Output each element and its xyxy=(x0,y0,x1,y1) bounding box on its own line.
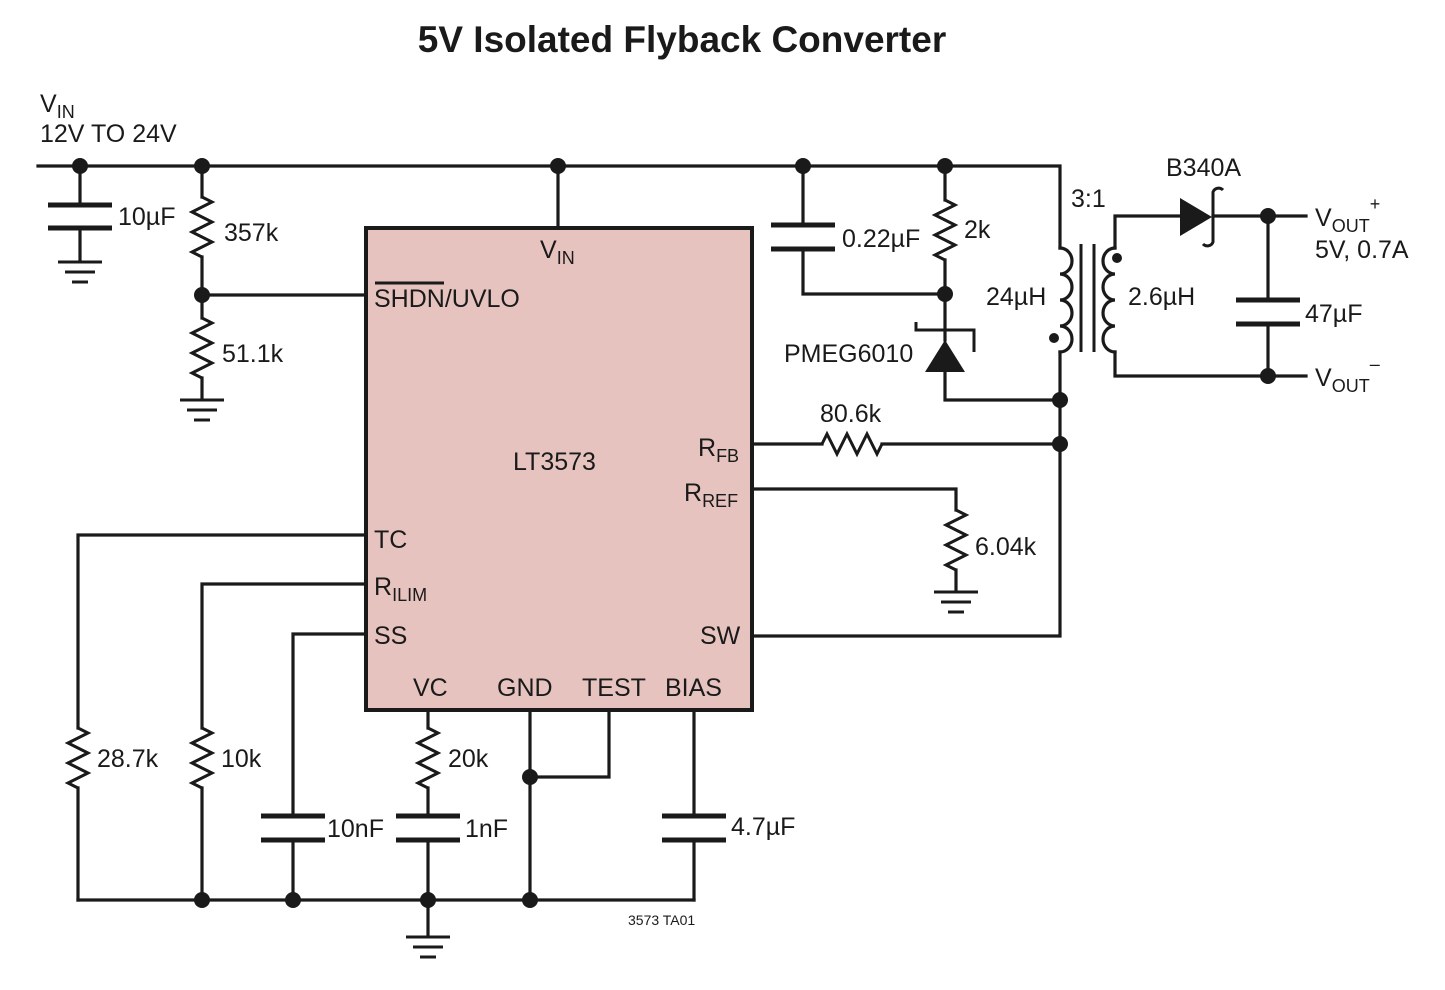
ic-part-label: LT3573 xyxy=(513,448,596,476)
output-diode xyxy=(1180,186,1308,248)
input-rail xyxy=(36,164,1062,250)
c-vc-label: 1nF xyxy=(465,815,508,843)
vout-spec-label: 5V, 0.7A xyxy=(1315,236,1409,264)
pin-rref-label: RREF xyxy=(684,479,738,511)
pin-ss-label: SS xyxy=(374,622,407,650)
r-snubber-label: 2k xyxy=(964,216,991,244)
c-ss-label: 10nF xyxy=(327,815,384,843)
pin-test-label: TEST xyxy=(582,674,646,702)
pin-sw-label: SW xyxy=(700,622,741,650)
pin-vc-label: VC xyxy=(413,674,448,702)
rfb-resistor xyxy=(750,430,1062,458)
d-output-label: B340A xyxy=(1166,154,1241,182)
clamp-diode xyxy=(914,322,1062,402)
pin-bias-label: BIAS xyxy=(665,674,722,702)
vout-pos-label: VOUT+ xyxy=(1315,194,1380,236)
vout-neg-label: VOUT– xyxy=(1315,354,1380,396)
c-out-label: 47µF xyxy=(1305,300,1362,328)
pin-rfb-label: RFB xyxy=(698,434,739,466)
snubber-network xyxy=(771,164,959,342)
l-secondary-label: 2.6µH xyxy=(1128,283,1195,311)
r-vc-label: 20k xyxy=(448,745,489,773)
output-capacitor xyxy=(1236,214,1300,378)
d-clamp-label: PMEG6010 xyxy=(784,340,913,368)
ground-rail xyxy=(76,898,696,959)
r-tc-label: 28.7k xyxy=(97,745,159,773)
bias-capacitor xyxy=(662,708,726,902)
ss-capacitor xyxy=(261,632,368,902)
r-ilim-label: 10k xyxy=(221,745,262,773)
vin-input-label: VIN xyxy=(40,90,75,122)
vin-range-label: 12V TO 24V xyxy=(40,120,177,148)
tc-resistor xyxy=(64,533,368,902)
pin-gnd-label: GND xyxy=(497,674,553,702)
ilim-resistor xyxy=(188,582,368,902)
gnd-test-tie xyxy=(528,708,611,902)
c-in-label: 10µF xyxy=(118,203,175,231)
vc-compensation xyxy=(396,708,460,937)
junction-dots xyxy=(72,158,1276,908)
r-fb-label: 80.6k xyxy=(820,400,882,428)
l-primary-label: 24µH xyxy=(986,283,1046,311)
pin-tc-label: TC xyxy=(374,526,407,554)
r-uvlo-top-label: 357k xyxy=(224,219,279,247)
r-ref-label: 6.04k xyxy=(975,533,1037,561)
diagram-title: 5V Isolated Flyback Converter xyxy=(418,19,946,60)
pin-rilim-label: RILIM xyxy=(374,573,427,605)
figure-code: 3573 TA01 xyxy=(628,912,695,928)
pin-shdn-uvlo-label: SHDN/UVLO xyxy=(374,285,520,313)
pin-vin-label: VIN xyxy=(540,236,575,268)
transformer-ratio-label: 3:1 xyxy=(1071,185,1106,213)
c-bias-label: 4.7µF xyxy=(731,813,795,841)
r-uvlo-bottom-label: 51.1k xyxy=(222,340,284,368)
input-capacitor xyxy=(48,164,112,284)
c-snubber-label: 0.22µF xyxy=(842,225,920,253)
rref-resistor xyxy=(750,487,978,614)
lt3573-ic-body xyxy=(364,226,754,712)
